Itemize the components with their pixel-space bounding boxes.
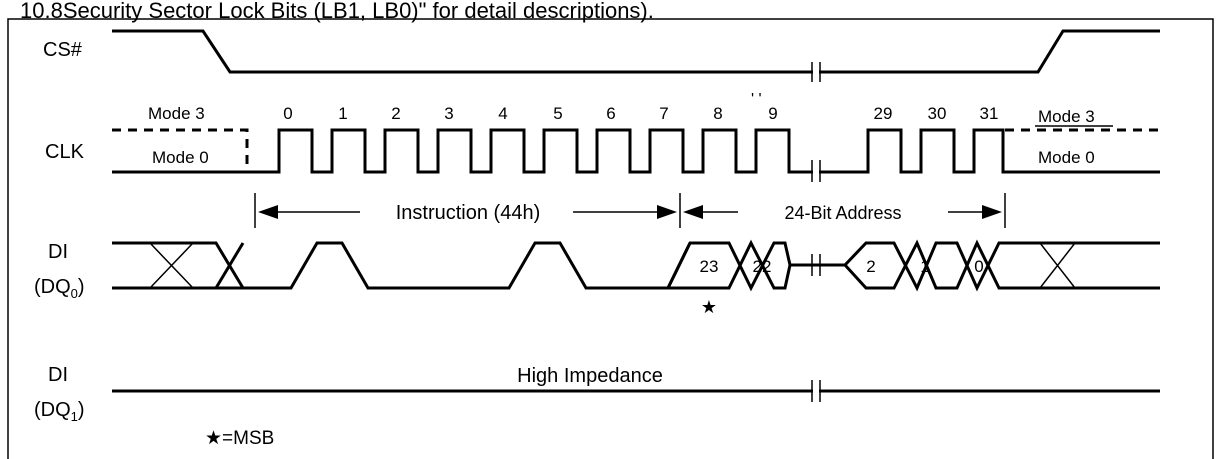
clock-number: 0 [283, 104, 292, 123]
header-text: 10.8Security Sector Lock Bits (LB1, LB0)… [20, 0, 654, 23]
mode0-right-label: Mode 0 [1038, 148, 1095, 167]
high-impedance-label: High Impedance [517, 365, 663, 387]
mode0-left-label: Mode 0 [152, 148, 209, 167]
address-bit-23: 23 [700, 257, 719, 276]
clk-break-tick: ' ' [751, 91, 762, 108]
clock-number: 5 [553, 104, 562, 123]
address-label: 24-Bit Address [784, 203, 901, 223]
address-bit-2: 2 [866, 257, 875, 276]
di1-sublabel: (DQ1) [34, 399, 85, 424]
diagram-frame [7, 18, 1214, 459]
mode3-right-label: Mode 3 [1038, 107, 1095, 126]
di1-break-mark [811, 380, 821, 402]
msb-star-icon: ★ [701, 297, 717, 317]
clock-number: 6 [606, 104, 615, 123]
cs-waveform [112, 29, 1160, 74]
clock-number: 30 [928, 104, 947, 123]
clock-number: 29 [874, 104, 893, 123]
address-bit-22: 22 [753, 257, 772, 276]
di0-label: DI [48, 241, 68, 263]
clock-number: 4 [498, 104, 507, 123]
clk-mode3-dashed [112, 128, 249, 170]
clock-number: 7 [659, 104, 668, 123]
clock-number: 31 [980, 104, 999, 123]
di1-label: DI [48, 364, 68, 386]
clock-number: 9 [768, 104, 777, 123]
cs-break-mark [811, 62, 821, 82]
instruction-label: Instruction (44h) [396, 202, 541, 224]
clk-break-mark [811, 160, 821, 182]
address-bit-0: 0 [974, 257, 983, 276]
mode3-left-label: Mode 3 [148, 104, 205, 123]
address-bit-1: 1 [920, 257, 929, 276]
address-arrow [683, 205, 1002, 219]
di0-sublabel: (DQ0) [34, 276, 85, 301]
clk-label: CLK [45, 141, 85, 163]
cs-label: CS# [43, 39, 83, 61]
di0-waveform [112, 239, 1160, 292]
instruction-arrow [258, 205, 677, 219]
clock-number: 1 [338, 104, 347, 123]
clock-number: 3 [444, 104, 453, 123]
di0-break-mark [811, 254, 821, 276]
clock-number: 2 [391, 104, 400, 123]
clock-number: 8 [713, 104, 722, 123]
clk-waveform [112, 128, 1160, 174]
msb-legend: ★=MSB [205, 428, 274, 449]
